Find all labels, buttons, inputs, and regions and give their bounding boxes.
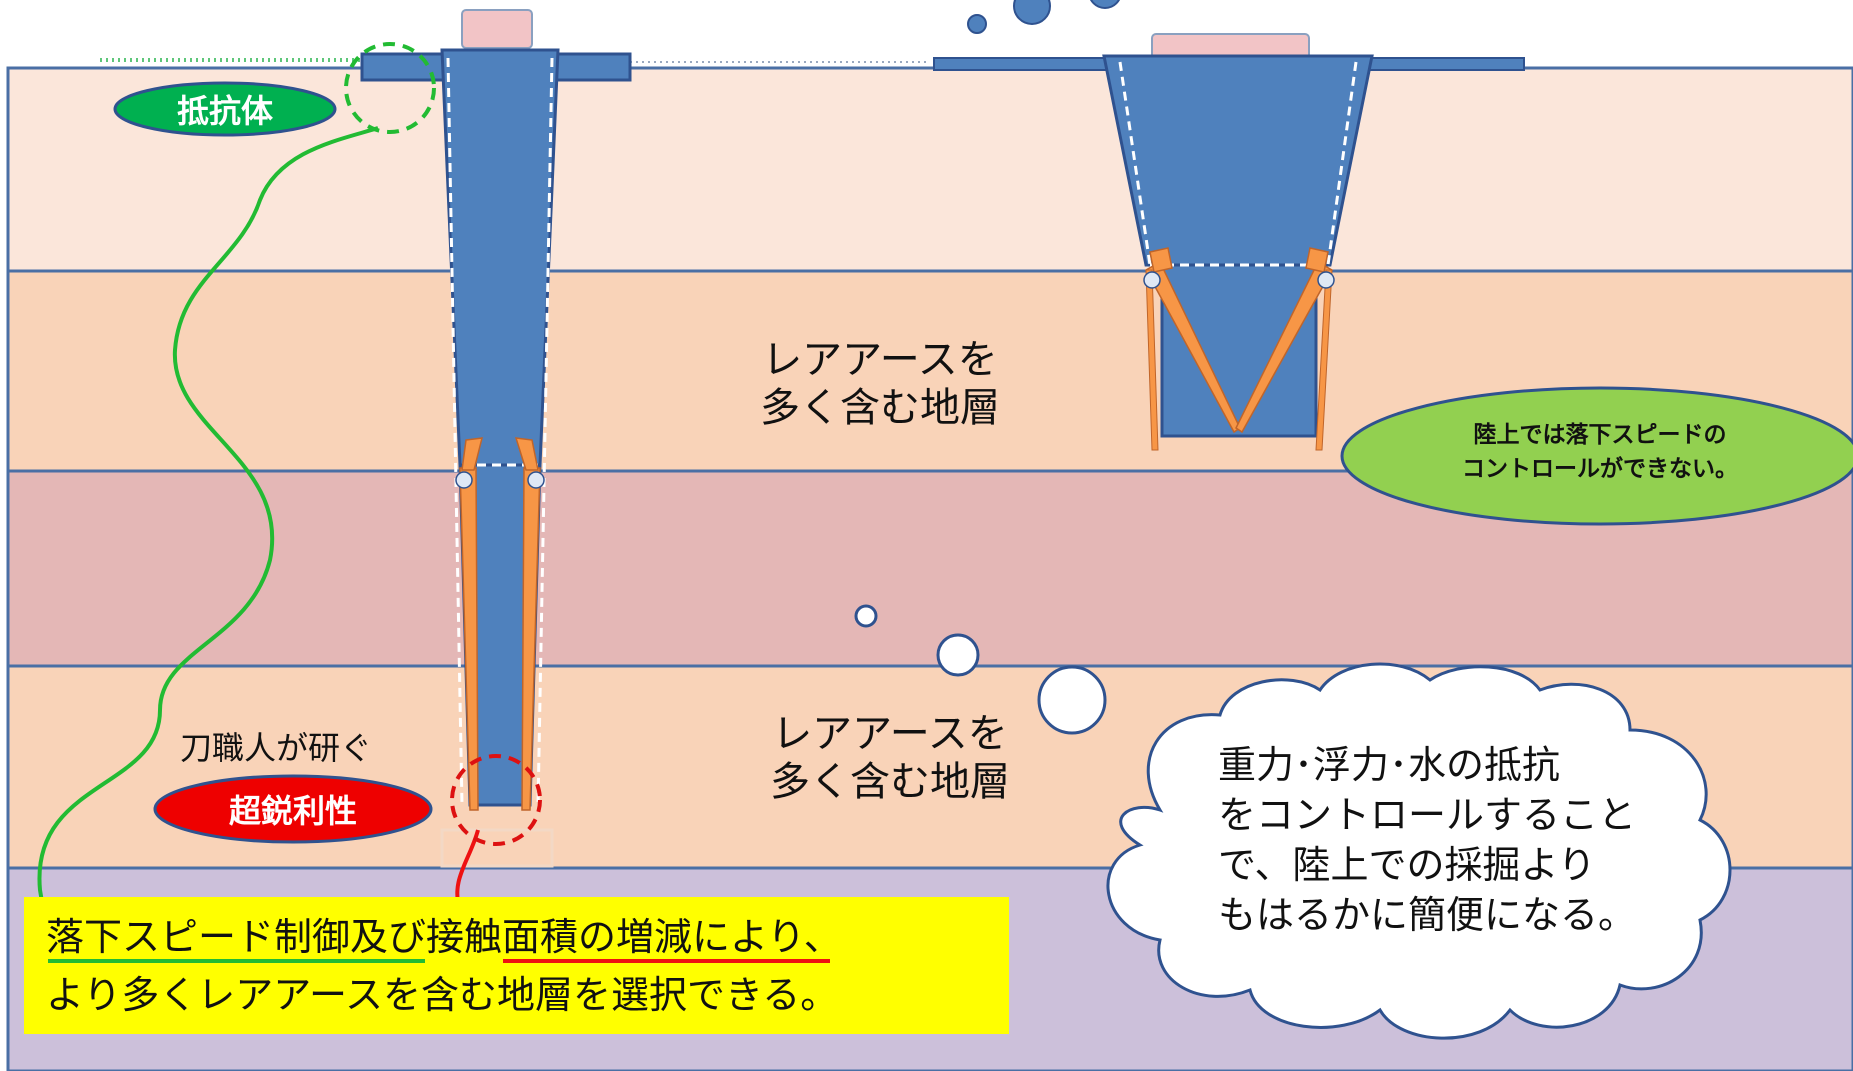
bottom-caption: 落下スピード制御及び接触面積の増減により、 より多くレアアースを含む地層を選択で… bbox=[46, 908, 842, 1024]
bottom-highlight bbox=[24, 897, 1009, 1034]
bubble bbox=[1037, 665, 1107, 735]
caption-speed-control: 落下スピード制御 bbox=[46, 915, 351, 959]
land-note-line2: コントロールができない。 bbox=[1462, 456, 1738, 482]
hinge-pin bbox=[455, 471, 473, 489]
resistor-label: 抵抗体 bbox=[176, 92, 273, 130]
bubble bbox=[854, 604, 878, 628]
probe-tip-box bbox=[440, 828, 554, 868]
right-probe bbox=[933, 33, 1525, 451]
caption-by: により、 bbox=[692, 915, 842, 959]
blade-hinge bbox=[514, 437, 539, 471]
probe-lower-body bbox=[1160, 263, 1318, 438]
probe-shaft-upper bbox=[440, 48, 560, 467]
blade-hinge bbox=[1305, 247, 1329, 273]
caption-contact-area: 接触面積の増減 bbox=[426, 915, 693, 959]
probe-inner-dash bbox=[1326, 61, 1358, 266]
bubble bbox=[967, 14, 987, 34]
bubble bbox=[1090, 0, 1120, 9]
bottom-caption-line1: 落下スピード制御及び接触面積の増減により、 bbox=[46, 908, 842, 966]
resistor-pill bbox=[113, 81, 337, 137]
probe-cap bbox=[461, 9, 533, 49]
strata-lower-line2: 多く含む地層 bbox=[770, 759, 1010, 805]
blade-outer-left bbox=[1145, 269, 1159, 451]
bottom-caption-line2: より多くレアアースを含む地層を選択できる。 bbox=[46, 973, 839, 1017]
blade-hinge bbox=[1149, 247, 1173, 273]
land-note: 陸上では落下スピードの コントロールができない。 bbox=[1400, 418, 1800, 486]
land-note-line1: 陸上では落下スピードの bbox=[1473, 422, 1727, 448]
cloud-line4: もはるかに簡便になる。 bbox=[1218, 893, 1637, 937]
strata-upper-line1: レアアースを bbox=[762, 337, 998, 383]
bubble bbox=[936, 633, 980, 677]
bubble bbox=[1013, 0, 1051, 25]
sharpener-label: 刀職人が研ぐ bbox=[180, 729, 373, 767]
cloud-line1: 重力･浮力･水の抵抗 bbox=[1218, 743, 1561, 787]
cloud-line2: をコントロールすること bbox=[1218, 793, 1637, 837]
sharpness-pill bbox=[153, 774, 433, 844]
resistor-marker bbox=[344, 42, 436, 134]
strata-lower-label: レアアースを 多く含む地層 bbox=[700, 710, 1080, 806]
cloud-text: 重力･浮力･水の抵抗 をコントロールすること で、陸上での採掘より もはるかに簡… bbox=[1218, 740, 1636, 940]
hinge-pin bbox=[527, 471, 545, 489]
strata-lower-line1: レアアースを bbox=[772, 711, 1008, 757]
resistor-cable bbox=[37, 126, 379, 954]
hinge-pin bbox=[1317, 271, 1335, 289]
probe-body bbox=[1102, 54, 1374, 267]
cloud-line3: で、陸上での採掘より bbox=[1218, 843, 1596, 887]
hinge-pin bbox=[1143, 271, 1161, 289]
blade-hinge bbox=[461, 437, 483, 471]
strata-upper-label: レアアースを 多く含む地層 bbox=[690, 336, 1070, 432]
probe-inner-dash bbox=[446, 57, 464, 806]
probe-inner-dash bbox=[536, 57, 554, 806]
probe-inner-dash bbox=[1118, 61, 1152, 266]
blade-outer-right bbox=[1315, 269, 1333, 451]
left-probe bbox=[360, 9, 632, 868]
tip-marker bbox=[450, 754, 542, 846]
caption-and: 及び bbox=[350, 915, 427, 959]
land-note-ellipse bbox=[1340, 386, 1853, 526]
sharpness-label: 超鋭利性 bbox=[228, 792, 357, 830]
strata-upper-line2: 多く含む地層 bbox=[760, 385, 1000, 431]
thought-cloud bbox=[1106, 662, 1732, 1040]
blade-right bbox=[1235, 260, 1334, 434]
